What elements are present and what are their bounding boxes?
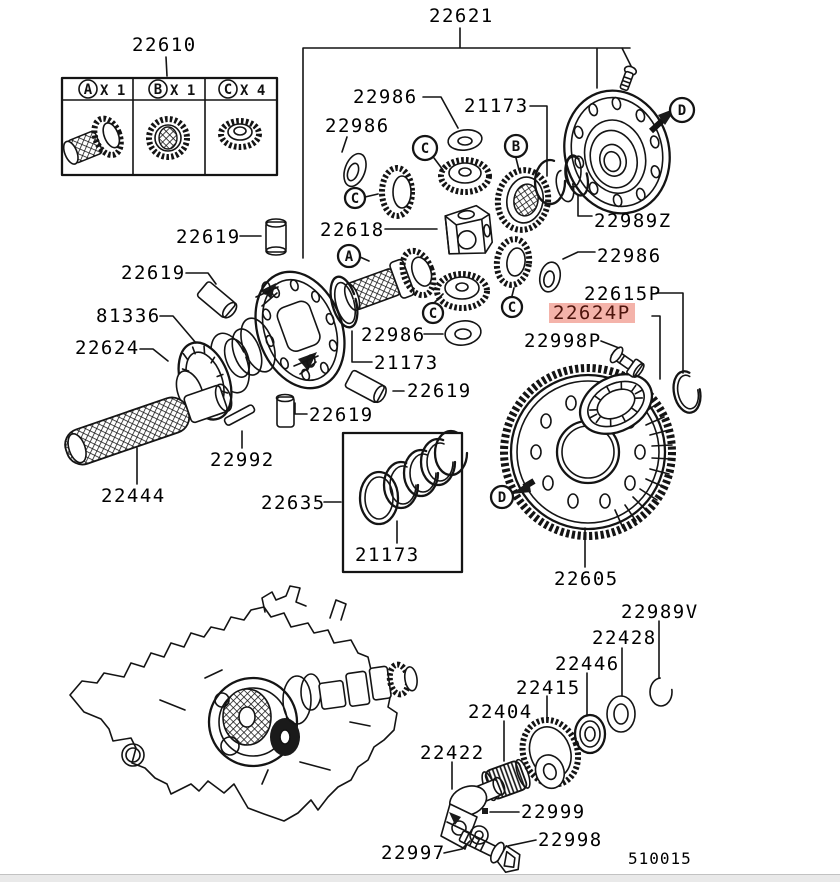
legend-letter-c: C (224, 82, 232, 98)
part-label-22446[interactable]: 22446 (555, 653, 620, 675)
part-label-22415[interactable]: 22415 (516, 677, 581, 699)
differential-case-drawing (223, 270, 359, 390)
legend-item-c: C X 4 (218, 79, 265, 150)
bolt-22998P-drawing (609, 346, 645, 378)
callout-letter: A (345, 249, 354, 265)
callout-c-1: C (411, 134, 439, 162)
callout-letter: B (512, 139, 520, 155)
callout-letter: C (421, 141, 429, 157)
part-label-22624[interactable]: 22624 (75, 337, 140, 359)
part-label-22997[interactable]: 22997 (381, 842, 446, 864)
lock-pin-22619-drawings (196, 218, 387, 428)
collar-22446-drawing (573, 713, 607, 755)
part-label-22619-3[interactable]: 22619 (407, 380, 472, 402)
legend-box: A X 1 B X 1 C X 4 (60, 76, 279, 177)
cross-shaft-block-22618-drawing (444, 204, 494, 255)
legend-gear-a-icon (62, 115, 124, 165)
drive-gear-22415-drawing (519, 716, 582, 790)
legend-qty-c: X 4 (240, 83, 265, 99)
legend-qty-b: X 1 (170, 83, 195, 99)
part-label-22428[interactable]: 22428 (592, 627, 657, 649)
leader-lines (136, 56, 684, 854)
snap-ring-22989V-drawing (649, 677, 673, 707)
view-marker-letter: D (678, 103, 686, 119)
part-label-22635[interactable]: 22635 (261, 492, 326, 514)
callout-c-4: C (500, 295, 524, 319)
part-label-22986-3[interactable]: 22986 (597, 245, 662, 267)
snap-ring-22615P-drawing (672, 370, 702, 414)
legend-gear-c-icon (218, 118, 262, 150)
part-label-22989V[interactable]: 22989V (621, 601, 699, 623)
part-label-21173-2[interactable]: 21173 (374, 352, 439, 374)
legend-item-a: A X 1 (62, 79, 125, 165)
part-label-22999[interactable]: 22999 (521, 801, 586, 823)
ring-gear-bearing-22624P-drawing (578, 373, 654, 435)
callout-letter: C (429, 306, 437, 322)
washer-22997-drawing (469, 825, 489, 845)
horizontal-scrollbar-track[interactable] (0, 874, 840, 882)
part-label-22986-1[interactable]: 22986 (353, 86, 418, 108)
part-label-22986-2[interactable]: 22986 (325, 115, 390, 137)
spring-washer-box-22635 (341, 429, 469, 574)
part-label-22619-4[interactable]: 22619 (309, 404, 374, 426)
part-label-22998P[interactable]: 22998P (524, 330, 602, 352)
axle-shaft-22444-drawing (64, 383, 233, 466)
legend-item-b: B X 1 (146, 79, 195, 160)
part-label-22998[interactable]: 22998 (538, 829, 603, 851)
cover-bolt-drawing (619, 65, 638, 92)
legend-qty-a: X 1 (100, 83, 125, 99)
part-label-22605[interactable]: 22605 (554, 568, 619, 590)
part-label-21173-3[interactable]: 21173 (355, 544, 420, 566)
callout-a: A (336, 243, 362, 269)
part-label-21173-1[interactable]: 21173 (464, 95, 529, 117)
o-ring-22999-drawing (482, 808, 488, 814)
part-label-22422[interactable]: 22422 (420, 742, 485, 764)
part-label-22404[interactable]: 22404 (468, 701, 533, 723)
callout-c-2: C (343, 186, 367, 210)
part-label-22619-2[interactable]: 22619 (121, 262, 186, 284)
assembly-bracket-22621 (302, 27, 634, 259)
part-label-22619-1[interactable]: 22619 (176, 226, 241, 248)
part-label-22610[interactable]: 22610 (132, 34, 197, 56)
view-marker-d-top: D (648, 96, 696, 134)
flange-cover-drawing (555, 65, 671, 215)
differential-gear-cluster-drawing (343, 129, 582, 346)
bolt-22998-drawing (458, 830, 521, 874)
view-marker-letter: D (498, 490, 506, 506)
part-label-22444[interactable]: 22444 (101, 485, 166, 507)
part-label-81336[interactable]: 81336 (96, 305, 161, 327)
part-label-22992[interactable]: 22992 (210, 449, 275, 471)
legend-letter-a: A (84, 82, 93, 98)
drawing-number: 510015 (628, 849, 692, 868)
part-label-22989Z[interactable]: 22989Z (594, 210, 672, 232)
part-label-22624P[interactable]: 22624P (549, 303, 635, 323)
washer-22428-drawing (606, 695, 636, 733)
callout-letter: C (351, 191, 359, 207)
spring-pin-22992-drawing (223, 404, 256, 426)
legend-gear-b-icon (146, 116, 190, 160)
transaxle-case-thumbnail (69, 585, 418, 822)
part-label-22618[interactable]: 22618 (320, 219, 385, 241)
legend-letter-b: B (154, 82, 162, 98)
part-label-22615P[interactable]: 22615P (584, 283, 662, 305)
callout-letter: C (508, 300, 516, 316)
part-label-22986-4[interactable]: 22986 (361, 324, 426, 346)
part-label-22621[interactable]: 22621 (429, 5, 494, 27)
view-marker-d-bottom: D (489, 478, 536, 510)
callout-c-3: C (421, 301, 445, 325)
callout-b: B (503, 133, 529, 159)
